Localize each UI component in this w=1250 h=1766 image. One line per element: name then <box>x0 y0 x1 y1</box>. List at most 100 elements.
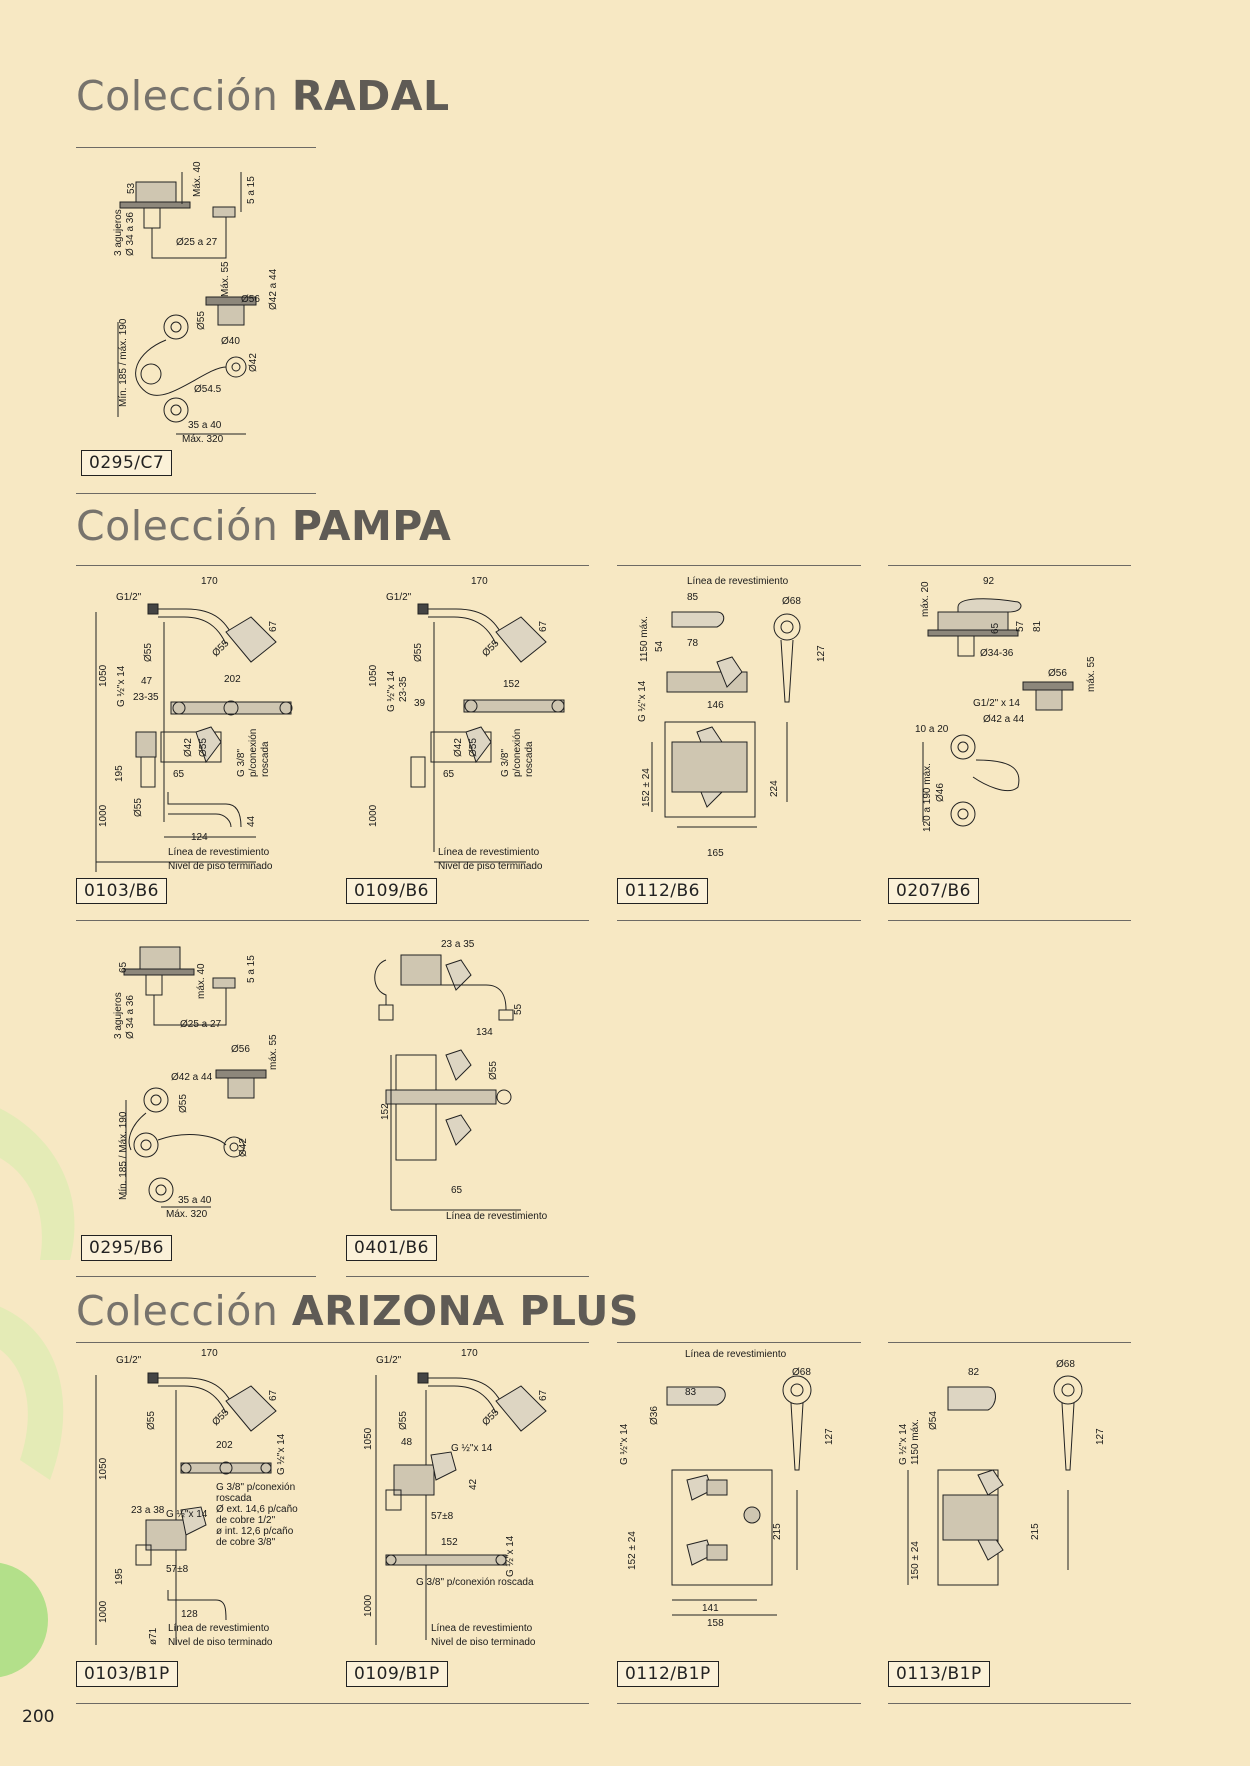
dim-label: Ø68 <box>792 1367 811 1378</box>
product-card-0112-b6: Línea de revestimiento 85 Ø68 1150 máx. … <box>617 572 862 912</box>
dim-label: G1/2" <box>386 592 412 603</box>
dim-label: Ø55 <box>398 1411 409 1430</box>
dim-label: Ø42 <box>238 1138 249 1157</box>
dim-label: ø int. 12,6 p/caño <box>216 1526 294 1537</box>
dim-label: 141 <box>702 1603 719 1614</box>
section-title-arizona-plus: Colección ARIZONA PLUS <box>76 1287 639 1335</box>
dim-label: 3 agujeros <box>113 992 124 1039</box>
technical-drawing: 23 a 35 55 134 Ø55 152 65 Línea de reves… <box>374 939 548 1222</box>
dim-label: Línea de revestimiento <box>431 1623 533 1634</box>
section-rule <box>617 1703 861 1704</box>
dim-label: 65 <box>990 622 1001 634</box>
dim-label: Ø56 <box>231 1044 250 1055</box>
dim-label: Ø42 <box>248 353 259 372</box>
section-rule <box>76 1342 589 1343</box>
dim-label: G 3/8" <box>500 749 511 777</box>
dim-label: Ø55 <box>413 643 424 662</box>
product-card-0103-b1p: G1/2" 170 67 Ø55 Ø55 1050 202 G ½"x 14 G… <box>76 1345 321 1687</box>
section-rule <box>76 1276 316 1277</box>
dim-label: 202 <box>216 1440 233 1451</box>
technical-drawing: Línea de revestimiento 85 Ø68 1150 máx. … <box>637 576 827 859</box>
dim-label: Nivel de piso terminado <box>168 1637 273 1645</box>
dim-label: 150 ± 24 <box>910 1541 921 1580</box>
dim-label: Ø55 <box>480 638 501 659</box>
dim-label: 170 <box>201 1348 218 1359</box>
dim-label: Nivel de piso terminado <box>438 861 543 872</box>
dim-label: 57±8 <box>431 1511 454 1522</box>
product-code: 0103/B6 <box>76 878 167 904</box>
dim-label: p/conexión <box>512 729 523 777</box>
dim-label: 127 <box>1095 1428 1106 1445</box>
dim-label: 146 <box>707 700 724 711</box>
dim-label: G 3/8" <box>236 749 247 777</box>
product-card-0109-b1p: G1/2" 170 67 Ø55 Ø55 1050 48 G ½"x 14 42… <box>346 1345 591 1687</box>
dim-label: 170 <box>201 576 218 587</box>
dim-label: 128 <box>181 1609 198 1620</box>
dim-label: 67 <box>268 1389 279 1401</box>
section-rule <box>346 1276 589 1277</box>
dim-label: 23-35 <box>133 692 159 703</box>
dim-label: Máx. 40 <box>192 161 203 197</box>
dim-label: Ø36 <box>649 1406 660 1425</box>
dim-label: Ø55 <box>146 1411 157 1430</box>
dim-label: 195 <box>114 765 125 782</box>
page-number: 200 <box>22 1707 55 1727</box>
dim-label: G 3/8" p/conexión roscada <box>416 1577 534 1588</box>
dim-label: Ø56 <box>241 294 260 305</box>
dim-label: Ø55 <box>178 1094 189 1113</box>
dim-label: 170 <box>471 576 488 587</box>
dim-label: Ø40 <box>221 336 240 347</box>
dim-label: Máx. 55 <box>220 261 231 297</box>
dim-label: Ø42 a 44 <box>983 714 1025 725</box>
dim-label: 152 <box>441 1537 458 1548</box>
dim-label: 35 a 40 <box>178 1195 212 1206</box>
product-card-0103-b6: G1/2" 170 67 Ø55 Ø55 1050 G ½"x 14 47 20… <box>76 572 321 912</box>
dim-label: 1050 <box>98 1457 109 1480</box>
technical-drawing: G1/2" 170 67 Ø55 Ø55 1050 G ½"x 14 47 20… <box>95 576 293 872</box>
product-code: 0109/B1P <box>346 1661 448 1687</box>
dim-label: 152 ± 24 <box>641 768 652 807</box>
dim-label: 224 <box>769 780 780 797</box>
dim-label: de cobre 1/2" <box>216 1515 276 1526</box>
dim-label: 54 <box>654 640 665 652</box>
section-rule <box>76 493 316 494</box>
dim-label: 1150 máx. <box>910 1419 921 1465</box>
dim-label: 1050 <box>363 1427 374 1450</box>
dim-label: Línea de revestimiento <box>438 847 540 858</box>
dim-label: 165 <box>707 848 724 859</box>
dim-label: 83 <box>685 1387 697 1398</box>
product-card-0113-b1p: 82 Ø68 G ½"x 14 1150 máx. Ø54 127 150 ± … <box>888 1345 1133 1687</box>
dim-label: G1/2" <box>116 1355 142 1366</box>
dim-label: Ø42 <box>453 738 464 757</box>
product-card-0401-b6: 23 a 35 55 134 Ø55 152 65 Línea de reves… <box>346 935 591 1275</box>
dim-label: 23 a 38 <box>131 1505 165 1516</box>
dim-label: Ø42 a 44 <box>268 268 279 310</box>
dim-label: G ½"x 14 <box>637 680 648 722</box>
technical-drawing: G1/2" 170 67 Ø55 Ø55 1050 202 G ½"x 14 G… <box>95 1348 298 1645</box>
dim-label: Ø25 a 27 <box>176 237 218 248</box>
dim-label: 1000 <box>98 1600 109 1623</box>
product-card-0295-c7: Máx. 40 53 5 a 15 3 agujeros Ø 34 a 36 Ø… <box>76 152 321 492</box>
technical-drawing: Máx. 40 53 5 a 15 3 agujeros Ø 34 a 36 Ø… <box>113 161 279 445</box>
section-title-radal: Colección RADAL <box>76 72 450 120</box>
product-code: 0207/B6 <box>888 878 979 904</box>
dim-label: Máx. 320 <box>166 1209 208 1220</box>
dim-label: ø71 <box>148 1627 159 1645</box>
section-rule <box>888 1703 1131 1704</box>
dim-label: Ø55 <box>468 738 479 757</box>
technical-drawing: 82 Ø68 G ½"x 14 1150 máx. Ø54 127 150 ± … <box>898 1359 1106 1586</box>
dim-label: G ½"x 14 <box>166 1509 208 1520</box>
dim-label: 23 a 35 <box>441 939 475 950</box>
dim-label: Ø55 <box>143 643 154 662</box>
dim-label: G 3/8" p/conexión <box>216 1482 295 1493</box>
dim-label: roscada <box>216 1493 252 1504</box>
dim-label: p/conexión <box>248 729 259 777</box>
section-rule <box>888 1342 1131 1343</box>
dim-label: Máx. 320 <box>182 434 224 445</box>
dim-label: Ø25 a 27 <box>180 1019 222 1030</box>
product-code: 0112/B1P <box>617 1661 719 1687</box>
technical-drawing: Línea de revestimiento 83 Ø68 G ½"x 14 Ø… <box>619 1349 835 1629</box>
dim-label: 55 <box>513 1003 524 1015</box>
dim-label: Nivel de piso terminado <box>431 1637 536 1645</box>
section-rule <box>617 565 861 566</box>
